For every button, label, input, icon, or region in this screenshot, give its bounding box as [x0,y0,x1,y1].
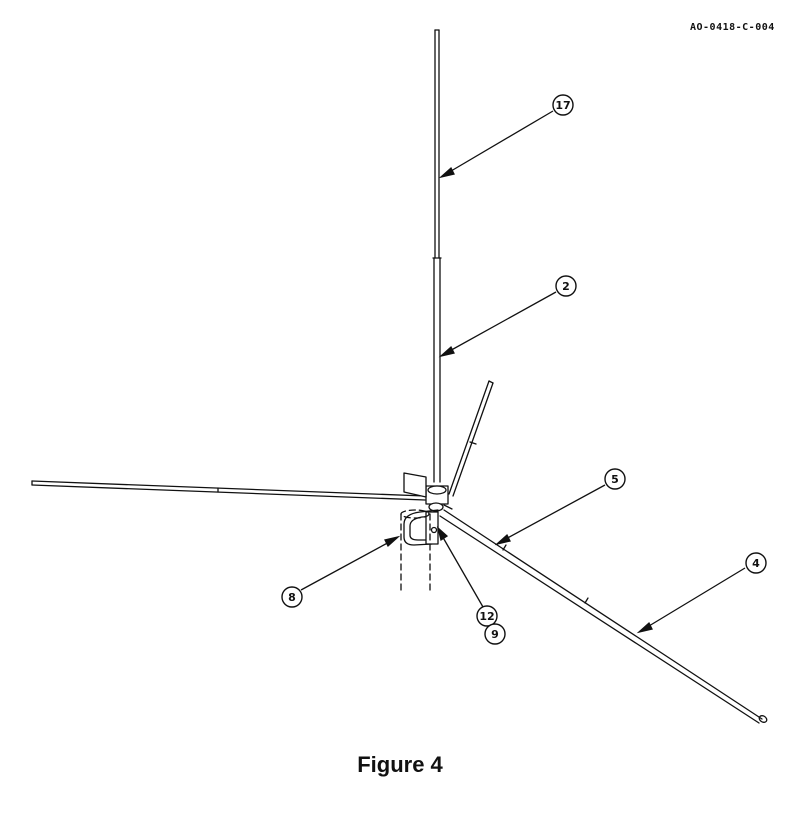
leader-4 [636,567,746,634]
vertical-mast-upper [434,29,440,259]
mounting-pipe [400,509,431,595]
leader-8 [300,535,401,591]
callout-17: 17 [555,99,570,112]
leader-5 [494,484,606,546]
document-code: AO-0418-C-004 [690,22,775,33]
callout-5-circle [604,468,626,490]
vertical-mast-lower [432,257,442,483]
radial-folded [448,380,494,497]
callout-2-circle [555,275,577,297]
radial-left [31,480,426,501]
leader-2 [438,291,557,358]
callout-5: 5 [611,473,619,486]
callout-12: 12 [479,610,494,623]
callout-4: 4 [752,557,760,570]
figure-caption: Figure 4 [357,752,443,777]
callout-9-circle [484,623,506,645]
callout-8: 8 [288,591,296,604]
callout-4-circle [745,552,767,574]
u-bolt-clamp [403,509,439,546]
leader-12 [436,526,484,608]
leader-17 [438,110,554,179]
callout-2: 2 [562,280,570,293]
radial-right [439,509,768,724]
callout-17-circle [552,94,574,116]
callout-9: 9 [491,628,499,641]
mounting-hub [403,472,453,512]
callout-12-circle [476,605,498,627]
callout-8-circle [281,586,303,608]
